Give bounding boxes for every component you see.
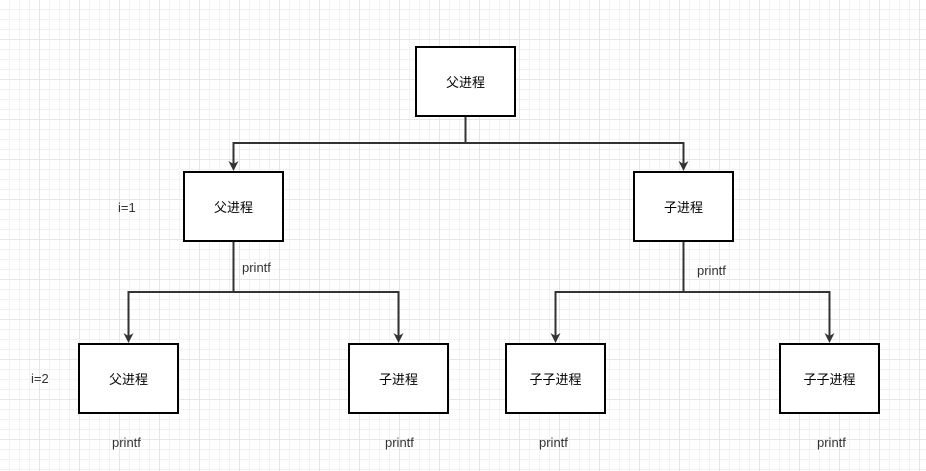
node-level2-grandchild-process-right[interactable]: 子子进程: [779, 343, 880, 414]
arrowhead-level2-left-left: [123, 333, 134, 343]
node-level1-child-process[interactable]: 子进程: [633, 171, 734, 242]
node-label: 子子进程: [803, 373, 856, 388]
edge-level1-right-to-level2-right-left: [554, 242, 685, 341]
arrowhead-level2-right-right: [824, 333, 835, 343]
edge-level1-left-to-level2-left-left: [127, 242, 235, 341]
edge-root-to-level1-left: [232, 117, 467, 169]
node-label: 子进程: [663, 201, 703, 216]
printf-label-level1-right[interactable]: printf: [697, 263, 726, 278]
arrowhead-level1-left: [228, 161, 239, 171]
printf-label-level2-left-left[interactable]: printf: [112, 435, 141, 450]
node-level2-child-process[interactable]: 子进程: [348, 343, 449, 414]
arrowhead-level2-right-left: [550, 333, 561, 343]
node-label: 父进程: [108, 373, 148, 388]
node-level2-grandchild-process-left[interactable]: 子子进程: [505, 343, 606, 414]
printf-label-level2-left-right[interactable]: printf: [385, 435, 414, 450]
node-label: 父进程: [213, 201, 253, 216]
node-level2-parent-process[interactable]: 父进程: [78, 343, 179, 414]
node-label: 子进程: [378, 373, 418, 388]
edge-level1-right-to-level2-right-right: [682, 242, 831, 341]
arrowhead-level2-left-right: [393, 333, 404, 343]
arrowhead-level1-right: [678, 161, 689, 171]
edge-level1-left-to-level2-left-right: [232, 242, 400, 341]
printf-label-level2-right-left[interactable]: printf: [539, 435, 568, 450]
iteration-label-i2[interactable]: i=2: [31, 371, 49, 386]
node-level1-parent-process[interactable]: 父进程: [183, 171, 284, 242]
node-root-parent-process[interactable]: 父进程: [415, 46, 516, 117]
printf-label-level2-right-right[interactable]: printf: [817, 435, 846, 450]
node-label: 父进程: [445, 76, 485, 91]
node-label: 子子进程: [529, 373, 582, 388]
printf-label-level1-left[interactable]: printf: [242, 260, 271, 275]
iteration-label-i1[interactable]: i=1: [118, 200, 136, 215]
edge-root-to-level1-right: [464, 117, 685, 169]
